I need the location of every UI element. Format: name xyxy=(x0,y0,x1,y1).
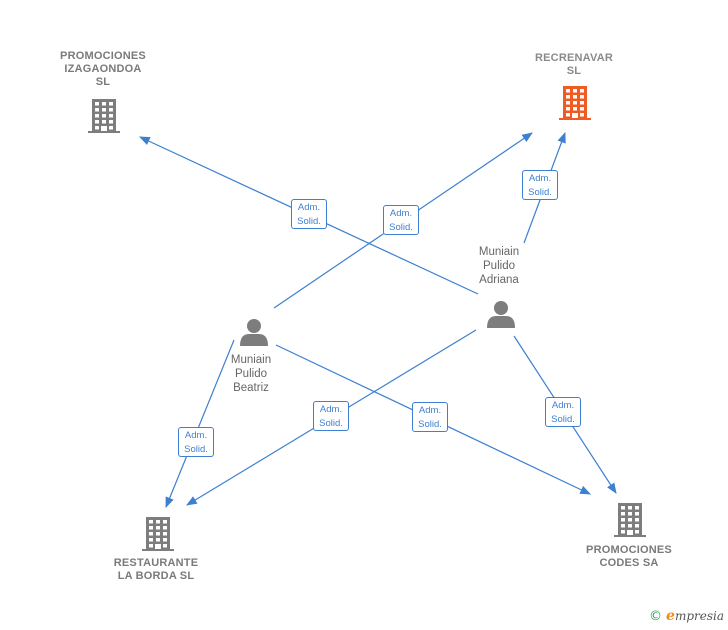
person-icon-beatriz[interactable] xyxy=(240,319,268,346)
edge-label-adriana-restaurante[interactable]: Adm. Solid. xyxy=(313,401,349,431)
node-label-line: PROMOCIONES xyxy=(60,50,146,62)
edge-beatriz-to-restaurante xyxy=(165,339,235,509)
copyright-symbol: © xyxy=(649,608,663,624)
edge-label-adriana-codes[interactable]: Adm. Solid. xyxy=(545,397,581,427)
node-label-line: Pulido xyxy=(235,368,267,380)
building-icon-restaurante[interactable] xyxy=(142,517,174,551)
node-label-line: PROMOCIONES xyxy=(586,544,672,556)
role-line-2: Solid. xyxy=(389,222,413,233)
edge-label-beatriz-codes[interactable]: Adm. Solid. xyxy=(412,402,448,432)
role-line-2: Solid. xyxy=(528,187,552,198)
brand-initial: e xyxy=(666,608,675,624)
role-line-2: Solid. xyxy=(319,418,343,429)
role-line-1: Adm. xyxy=(418,405,442,416)
edge-label-adriana-izagaondoa[interactable]: Adm. Solid. xyxy=(291,199,327,229)
role-line-1: Adm. xyxy=(528,173,552,184)
node-label-line: Pulido xyxy=(483,260,515,272)
brand-logo: empresia xyxy=(666,608,724,624)
node-label-line: SL xyxy=(566,65,582,77)
role-line-1: Adm. xyxy=(184,430,208,441)
role-line-2: Solid. xyxy=(297,216,321,227)
role-line-2: Solid. xyxy=(418,419,442,430)
node-label-line: Muniain xyxy=(230,354,272,366)
brand-name: mpresia xyxy=(674,609,724,623)
person-icon-adriana[interactable] xyxy=(487,301,515,328)
node-label-line: RESTAURANTE xyxy=(113,557,199,569)
node-label-line: Beatriz xyxy=(233,382,269,394)
role-line-2: Solid. xyxy=(551,414,575,425)
node-label-line: RECRENAVAR xyxy=(535,52,613,64)
role-line-1: Adm. xyxy=(551,400,575,411)
building-icon-recrenavar[interactable] xyxy=(559,86,591,120)
edge-label-beatriz-recrenavar[interactable]: Adm. Solid. xyxy=(383,205,419,235)
building-icon-izagaondoa[interactable] xyxy=(88,99,120,133)
role-line-2: Solid. xyxy=(184,444,208,455)
role-line-1: Adm. xyxy=(389,208,413,219)
role-line-1: Adm. xyxy=(319,404,343,415)
building-icon-codes[interactable] xyxy=(614,503,646,537)
node-label-line: LA BORDA SL xyxy=(117,570,195,582)
node-label-line: SL xyxy=(95,76,111,88)
node-label-line: IZAGAONDOA xyxy=(64,63,142,75)
role-line-1: Adm. xyxy=(297,202,321,213)
edge-label-beatriz-restaurante[interactable]: Adm. Solid. xyxy=(178,427,214,457)
node-label-line: Muniain xyxy=(478,246,520,258)
edge-label-adriana-recrenavar[interactable]: Adm. Solid. xyxy=(522,170,558,200)
node-label-line: CODES SA xyxy=(599,557,659,569)
node-label-line: Adriana xyxy=(479,274,519,286)
footer-brand[interactable]: © empresia xyxy=(649,608,724,624)
